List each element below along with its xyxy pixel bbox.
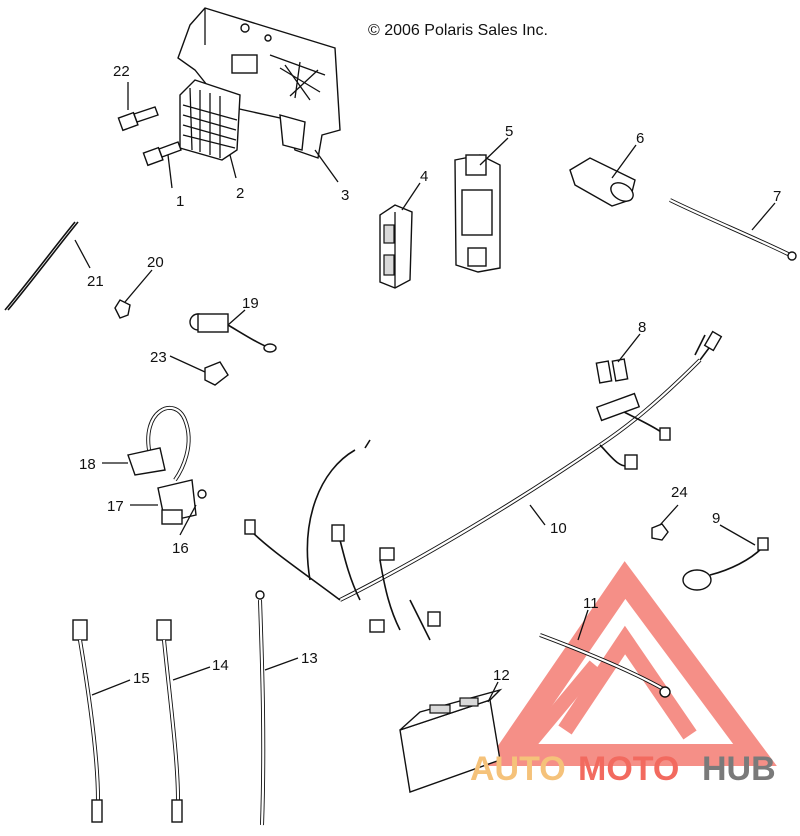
watermark-logo: AUTO MOTO HUB (470, 750, 776, 788)
watermark-hub: HUB (702, 750, 776, 788)
part-1-bolt (142, 141, 182, 167)
callout-4: 4 (420, 168, 428, 185)
copyright-notice: © 2006 Polaris Sales Inc. (368, 22, 548, 39)
part-24-nut (651, 523, 669, 541)
callout-14: 14 (212, 657, 229, 674)
callout-22: 22 (113, 63, 130, 80)
callout-9: 9 (712, 510, 720, 527)
part-9-sensor (682, 537, 769, 591)
watermark-auto: AUTO (470, 750, 566, 788)
callout-13: 13 (301, 650, 318, 667)
callout-19: 19 (242, 295, 259, 312)
callout-5: 5 (505, 123, 513, 140)
callout-8: 8 (638, 319, 646, 336)
part-18-spark-plug-cap (127, 406, 191, 482)
callout-24: 24 (671, 484, 688, 501)
callout-16: 16 (172, 540, 189, 557)
part-6-sleeve (569, 157, 636, 207)
part-20-clip (114, 299, 131, 319)
callout-3: 3 (341, 187, 349, 204)
part-10-main-harness (244, 330, 723, 641)
watermark-moto: MOTO (578, 750, 679, 788)
callout-20: 20 (147, 254, 164, 271)
callout-6: 6 (636, 130, 644, 147)
callout-labels: 1 2 3 4 5 6 7 8 9 10 11 12 13 14 15 16 1… (79, 63, 781, 687)
callout-11: 11 (583, 595, 599, 612)
part-5-cdi-box (454, 154, 501, 273)
part-17-ignition-coil (157, 479, 197, 525)
callout-21: 21 (87, 273, 104, 290)
callout-23: 23 (150, 349, 167, 366)
leader-lines (74, 82, 776, 703)
part-15-cable (72, 619, 103, 823)
callout-18: 18 (79, 456, 96, 473)
part-19-switch (189, 313, 277, 353)
part-3-bracket (177, 7, 341, 159)
part-14-cable (156, 619, 183, 823)
part-2-regulator (179, 79, 241, 161)
callout-10: 10 (550, 520, 567, 537)
callout-17: 17 (107, 498, 124, 515)
part-22-bolt (117, 106, 159, 132)
part-8-fuses (595, 358, 629, 384)
part-23-clip (204, 361, 229, 386)
part-4-relay (379, 204, 413, 289)
part-11-battery-cable (539, 633, 671, 698)
part-12-battery (399, 688, 503, 793)
part-21-wire (4, 221, 79, 311)
callout-2: 2 (236, 185, 244, 202)
callout-15: 15 (133, 670, 150, 687)
callout-12: 12 (493, 667, 510, 684)
part-13-cable (255, 590, 266, 826)
part-7-wire (669, 198, 797, 261)
watermark-triangle-icon (484, 561, 777, 766)
part-16-screw (197, 489, 207, 499)
callout-7: 7 (773, 188, 781, 205)
callout-1: 1 (176, 193, 184, 210)
